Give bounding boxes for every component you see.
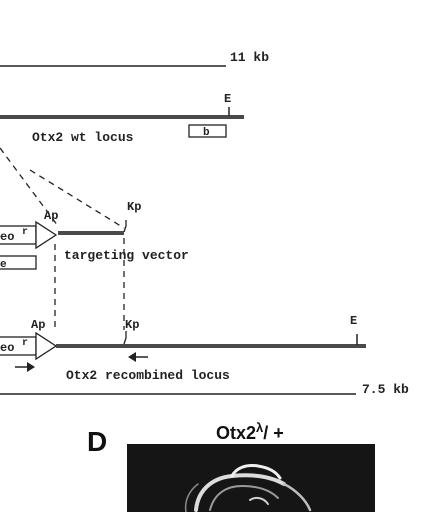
wt-locus-label: Otx2 wt locus	[32, 130, 134, 145]
recombined-neo-label: eo	[0, 341, 14, 355]
panel-d-title-superscript: λ	[256, 420, 264, 435]
wt-e-site-label: E	[224, 92, 231, 106]
vector-kp-tick	[123, 220, 127, 233]
recombined-locus-label: Otx2 recombined locus	[66, 368, 230, 383]
recombined-neo-arrow	[35, 331, 58, 361]
wt-probe-box	[188, 124, 227, 138]
panel-d-title: Otx2λ/ +	[216, 420, 284, 443]
bottom-scale-label: 7.5 kb	[362, 382, 409, 397]
wt-locus: E b Otx2 wt locus	[0, 92, 244, 145]
top-scale-bar: 11 kb	[0, 50, 269, 67]
wt-probe-label: b	[203, 127, 210, 139]
recombined-neo-superscript: r	[22, 338, 28, 349]
homology-lines	[0, 147, 125, 229]
vector-kp-label: Kp	[127, 200, 141, 214]
alignment-lines	[54, 238, 125, 330]
targeting-vector: eo r Ap Kp e targeting vector	[0, 200, 189, 271]
recombined-locus: eo r Ap Kp E Otx2 recombined locus	[0, 314, 366, 383]
recombined-ap-label: Ap	[31, 318, 45, 332]
recombined-kp-label: Kp	[125, 318, 139, 332]
panel-d-letter: D	[87, 426, 107, 457]
bottom-scale-bar: 7.5 kb	[0, 382, 409, 397]
vector-neo-arrow	[35, 220, 58, 250]
primer-reverse-arrow	[128, 352, 148, 362]
panel-d-title-suffix: / +	[263, 423, 284, 443]
primer-forward-arrow	[15, 362, 35, 372]
vector-small-box-label: e	[0, 259, 7, 271]
micrograph-tissue	[184, 464, 312, 512]
recombined-kp-tick	[123, 331, 127, 345]
vector-neo-label: eo	[0, 230, 14, 244]
vector-small-box	[0, 255, 37, 270]
vector-neo-superscript: r	[22, 227, 28, 238]
vector-ap-label: Ap	[44, 209, 58, 223]
panel-d-title-main: Otx2	[216, 423, 256, 443]
micrograph-photo	[127, 444, 375, 512]
targeting-vector-label: targeting vector	[64, 248, 189, 263]
top-scale-label: 11 kb	[230, 50, 269, 65]
panel-d: D Otx2λ/ +	[87, 420, 375, 512]
recombined-e-site-label: E	[350, 314, 357, 328]
